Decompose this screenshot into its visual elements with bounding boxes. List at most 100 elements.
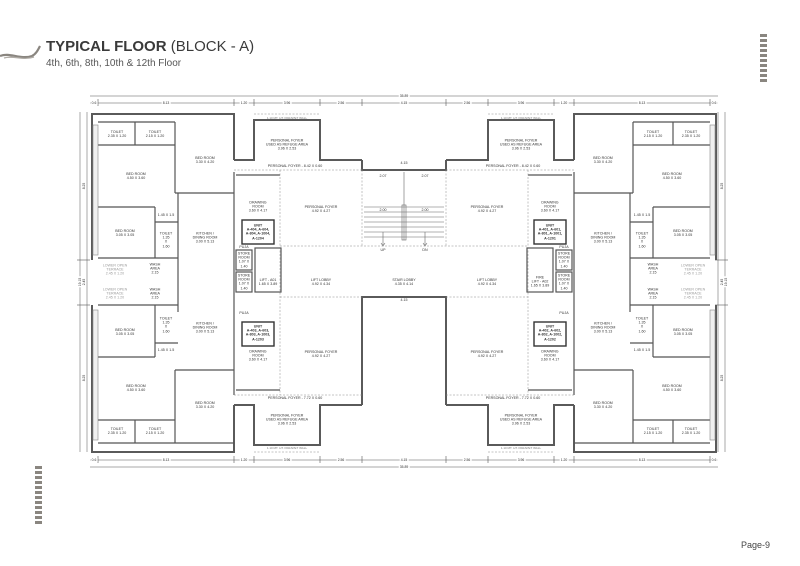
dim-label: 1.20 <box>559 101 569 105</box>
dim-label: 8.13 <box>637 101 647 105</box>
unit-label: UNIT A-402, A-602, A-802, A-1002, A-1202 <box>537 324 563 342</box>
page-number: Page-9 <box>740 540 770 550</box>
dim-label: 4.15 <box>399 101 409 105</box>
dim-label: 0.6 <box>710 458 718 462</box>
dim-label: 3.96 <box>516 458 526 462</box>
unit-label: UNIT A-403, A-603, A-803, A-1003, A-1203 <box>245 324 271 342</box>
foyer-strip: PERSONAL FOYER - 8.42 X 0.60 <box>485 163 541 168</box>
room-puja: PUJA <box>559 244 569 249</box>
dim-overall-side: 19.15 <box>724 276 728 288</box>
stair-width: 4.15 <box>400 297 408 302</box>
room-puja: PUJA <box>559 310 569 315</box>
dim-label: 1.20 <box>239 101 249 105</box>
dim-label: 8.13 <box>161 458 171 462</box>
dim-overall-side: 19.15 <box>78 276 82 288</box>
decorative-dash-strip-top <box>760 34 767 82</box>
dim-label: 2.56 <box>462 458 472 462</box>
dim-label: 8.13 <box>161 101 171 105</box>
room-puja: PUJA <box>239 310 249 315</box>
room-passage: 1.45 X 1.5 <box>633 347 651 352</box>
stair-width: 4.15 <box>400 160 408 165</box>
foyer-strip: PERSONAL FOYER - 8.42 X 0.60 <box>267 163 323 168</box>
stair-up-label: UP <box>380 247 386 252</box>
dim-overall-bottom: 35.89 <box>398 465 410 469</box>
dim-label: 8.13 <box>637 458 647 462</box>
dim-label: 0.6 <box>710 101 718 105</box>
decorative-dash-strip-bottom <box>35 466 42 524</box>
floor-list-subtitle: 4th, 6th, 8th, 10th & 12th Floor <box>46 58 182 69</box>
parapet-note: 1.10 MT. HT. PARAPET WALL <box>266 445 308 450</box>
room-passage: 1.45 X 1.5 <box>633 212 651 217</box>
dim-label: 8.25 <box>720 373 724 383</box>
dim-label: 3.96 <box>516 101 526 105</box>
dim-label: 1.20 <box>559 458 569 462</box>
dim-label: 4.15 <box>399 458 409 462</box>
page-title: TYPICAL FLOOR (BLOCK - A) <box>46 38 255 55</box>
unit-label: UNIT A-404, A-604, A-804, A-1004, A-1204 <box>245 223 271 241</box>
foyer-strip: PERSONAL FOYER - 7.72 X 0.60 <box>267 395 323 400</box>
room-passage: 1.45 X 1.5 <box>157 212 175 217</box>
dim-label: 2.56 <box>336 458 346 462</box>
foyer-strip: PERSONAL FOYER - 7.72 X 0.60 <box>485 395 541 400</box>
dim-label: 2.45 <box>82 277 86 287</box>
dim-label: 2.56 <box>462 101 472 105</box>
dim-label: 8.25 <box>82 373 86 383</box>
dim-label: 1.20 <box>239 458 249 462</box>
dim-label: 8.25 <box>720 181 724 191</box>
room-puja: PUJA <box>239 244 249 249</box>
dim-label: 0.6 <box>90 101 98 105</box>
unit-label: UNIT A-401, A-601, A-801, A-1001, A-1201 <box>537 223 563 241</box>
swoosh-logo-icon <box>0 45 41 60</box>
dim-label: 0.6 <box>90 458 98 462</box>
